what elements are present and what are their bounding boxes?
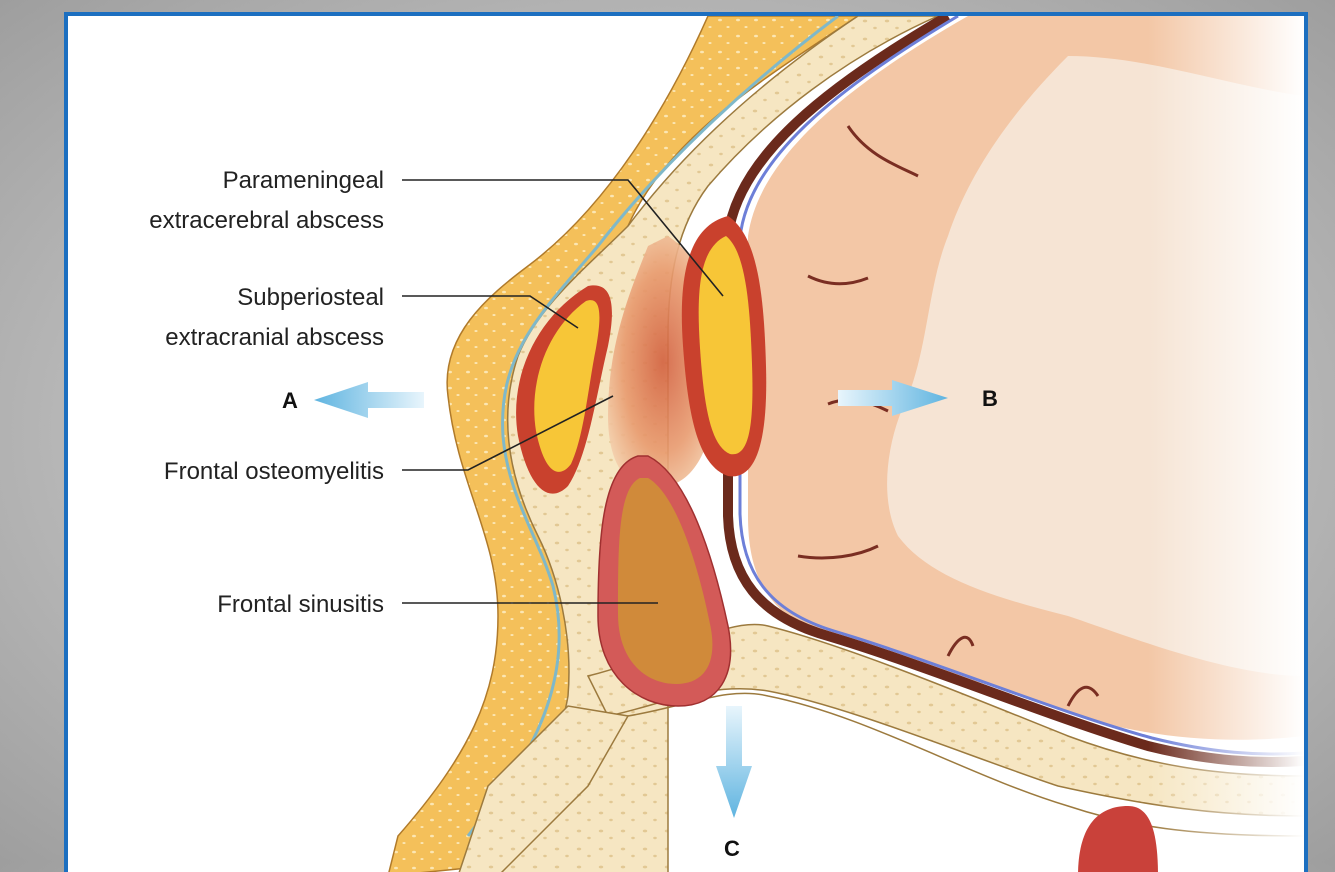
arrow-c-icon <box>716 706 752 818</box>
arrow-c-label: C <box>724 836 740 861</box>
label-subperiosteal-1: Subperiosteal <box>237 284 384 311</box>
arrow-a-icon <box>314 382 424 418</box>
label-parameningeal-1: Parameningeal <box>223 167 384 194</box>
label-subperiosteal-2: extracranial abscess <box>165 324 384 351</box>
arrow-b-label: B <box>982 386 998 411</box>
diagram-frame: Parameningeal extracerebral abscess Subp… <box>64 12 1308 872</box>
arrow-a-label: A <box>282 388 298 413</box>
label-frontal-sinusitis: Frontal sinusitis <box>217 591 384 618</box>
label-frontal-osteomyelitis: Frontal osteomyelitis <box>164 458 384 485</box>
label-parameningeal-2: extracerebral abscess <box>149 207 384 234</box>
frontal-sinusitis-diagram: Parameningeal extracerebral abscess Subp… <box>68 16 1304 872</box>
